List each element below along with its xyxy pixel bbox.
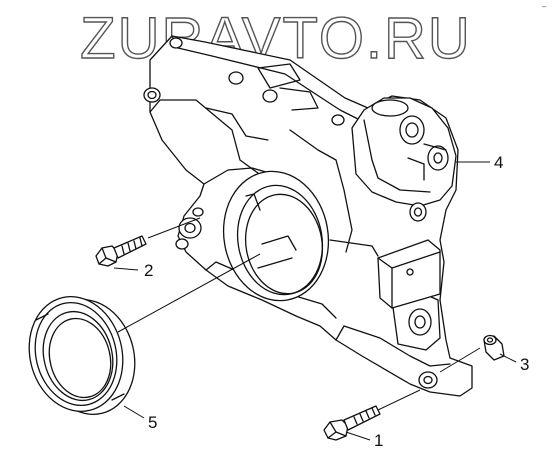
leader-line-3a bbox=[440, 348, 480, 372]
leader-line-2a bbox=[148, 218, 200, 238]
leader-line-1a bbox=[378, 390, 420, 410]
leader-line-2 bbox=[114, 268, 138, 270]
oil-seal-part-5 bbox=[17, 287, 146, 425]
callout-label-1: 1 bbox=[374, 431, 383, 450]
leader-line-1 bbox=[346, 432, 370, 440]
watermark-text: ZURAVTO.RU bbox=[80, 6, 472, 71]
crankshaft-bore bbox=[214, 163, 339, 309]
dowel-part-3 bbox=[484, 336, 504, 361]
leader-line-5 bbox=[124, 406, 144, 418]
leader-line-5a bbox=[118, 254, 260, 332]
callout-label-4: 4 bbox=[494, 153, 503, 172]
callout-label-2: 2 bbox=[144, 261, 153, 280]
corner-mark: – bbox=[542, 2, 547, 11]
bolt-part-2 bbox=[96, 236, 146, 266]
callout-label-5: 5 bbox=[148, 413, 157, 432]
callout-label-3: 3 bbox=[520, 355, 529, 374]
leader-lines bbox=[114, 162, 516, 440]
bolt-part-1 bbox=[324, 406, 380, 440]
leader-line-3 bbox=[500, 354, 516, 362]
